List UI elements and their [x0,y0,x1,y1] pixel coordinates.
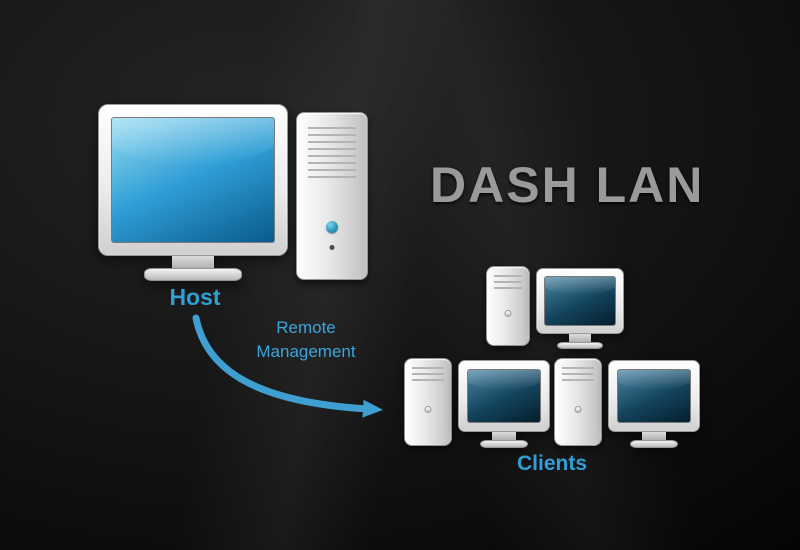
host-label: Host [169,284,221,310]
client-monitor-icon [536,268,624,349]
monitor-neck [492,432,516,440]
monitor-screen [467,369,541,423]
monitor-frame [536,268,624,334]
monitor-neck [172,256,214,268]
connection-label: Remote Management [256,318,356,361]
monitor-base [557,342,603,349]
power-button-icon [326,221,338,233]
monitor-base [480,440,528,448]
monitor-screen [111,117,275,243]
tower-dot [329,245,335,250]
client-monitor-icon [458,360,550,448]
clients-label: Clients [516,452,587,475]
client-monitor-icon [608,360,700,448]
monitor-screen [617,369,691,423]
tower-dot [424,406,432,414]
monitor-screen [544,276,616,326]
host-monitor-icon [98,104,288,281]
monitor-neck [569,334,591,342]
tower-vents [562,367,594,385]
arrow-path [192,314,383,418]
host-tower-icon [296,112,368,280]
tower-vents [493,275,523,293]
client-tower-icon [404,358,452,446]
monitor-base [630,440,678,448]
monitor-neck [642,432,666,440]
tower-dot [504,309,512,317]
monitor-frame [458,360,550,432]
monitor-frame [98,104,288,256]
tower-vents [412,367,444,385]
tower-dot [574,406,582,414]
tower-vents [308,127,356,179]
client-tower-icon [554,358,602,446]
client-tower-icon [486,266,530,346]
monitor-base [144,268,242,281]
monitor-frame [608,360,700,432]
diagram-title: DASH LAN [430,157,705,213]
